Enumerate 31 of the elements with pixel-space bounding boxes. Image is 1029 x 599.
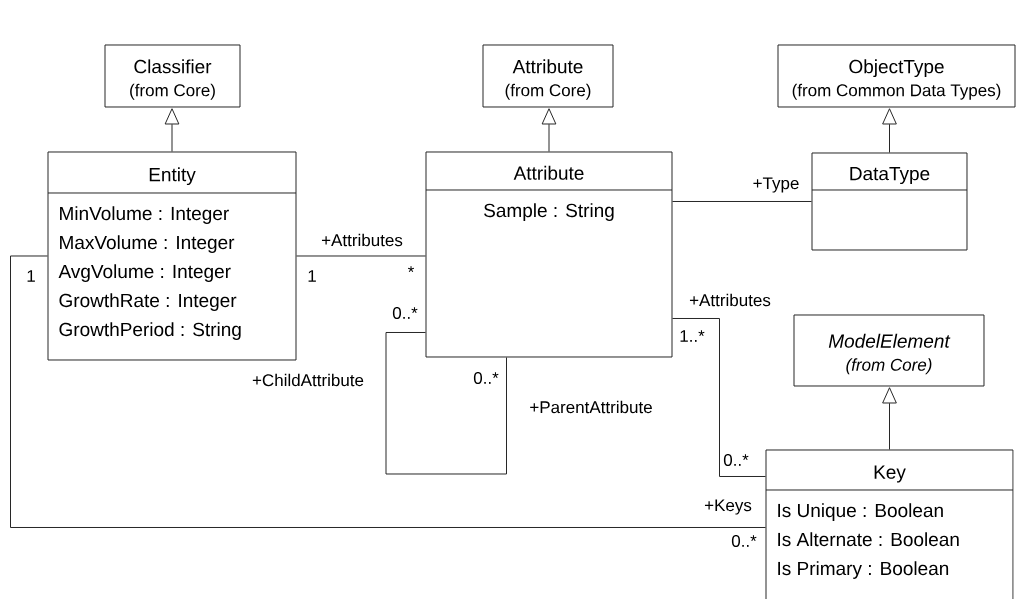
- association-line: [385, 332, 507, 475]
- generalization-arrow: [882, 387, 897, 450]
- class-box: Attribute Sample : String: [425, 151, 673, 358]
- class-box: DataType: [811, 152, 968, 251]
- association-line: [10, 255, 766, 528]
- role-label: +Keys: [703, 498, 753, 516]
- role-label: +ParentAttribute: [528, 399, 654, 415]
- multiplicity-label: 1: [308, 270, 316, 282]
- multiplicity-label: 0..*: [731, 534, 757, 547]
- multiplicity-label: 0..*: [473, 371, 499, 384]
- class-box: Classifier (from Core): [104, 44, 241, 108]
- multiplicity-label: 1..*: [680, 330, 705, 342]
- role-label: +Type: [751, 176, 801, 194]
- generalization-arrow: [164, 108, 180, 152]
- class-box: ObjectType (from Common Data Types): [777, 44, 1016, 108]
- generalization-arrow: [882, 108, 897, 153]
- multiplicity-label: 1: [27, 270, 35, 282]
- role-label: +Attributes: [320, 232, 404, 248]
- multiplicity-label: *: [407, 266, 415, 273]
- multiplicity-label: +ChildAttribute: [252, 373, 364, 387]
- class-box: Attribute (from Core): [482, 44, 614, 108]
- multiplicity-label: 0..*: [392, 306, 418, 319]
- multiplicity-label: 0..*: [723, 453, 749, 466]
- association-line: [672, 318, 766, 477]
- association-line: [672, 201, 812, 202]
- association-line: [296, 255, 426, 257]
- class-box: Key Is Unique : Boolean Is Alternate : Boolean Is Primary : Boolean: [765, 449, 1014, 599]
- class-box: Entity MinVolume : Integer MaxVolume : Integer AvgVolume : Integer GrowthRate : Integer GrowthPeriod : String: [47, 151, 297, 361]
- class-box: ModelElement (from Core): [793, 314, 985, 387]
- role-label: +Attributes: [688, 292, 772, 308]
- generalization-arrow: [541, 108, 557, 152]
